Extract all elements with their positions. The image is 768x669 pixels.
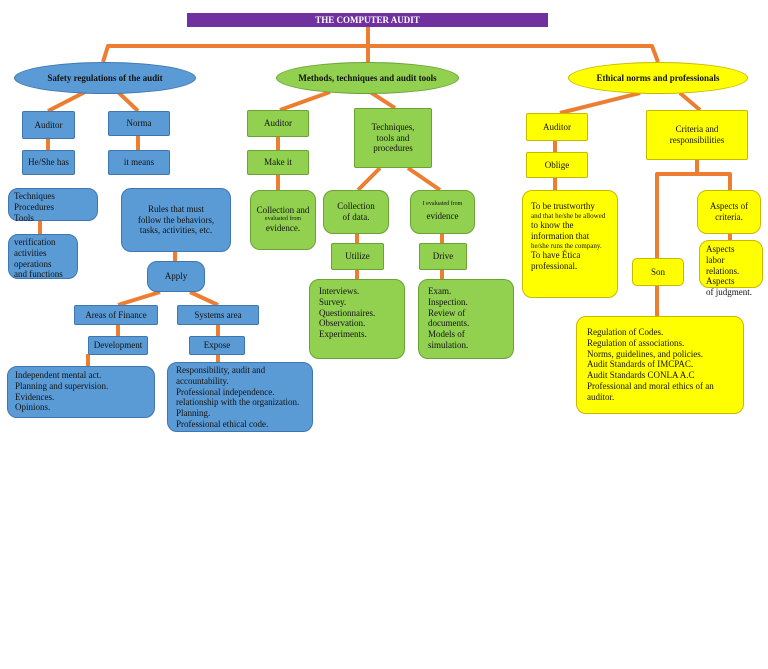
evaluated-evidence-box: I evaluated from evidence (410, 190, 475, 234)
utilize-box: Utilize (331, 243, 384, 270)
systems-area-box: Systems area (177, 305, 259, 325)
evaluated-from-text: evaluated from (264, 215, 302, 222)
oblige-line-3: to know the information that (531, 220, 590, 241)
finance-list-box: Independent mental act. Planning and sup… (7, 366, 155, 418)
finance-box: Areas of Finance (74, 305, 158, 325)
oblige-box: Oblige (526, 152, 588, 178)
methods-header: Methods, techniques and audit tools (276, 62, 459, 94)
oblige-line-1: To be trustworthy (531, 201, 595, 211)
oblige-line-2: and that he/she be allowed (531, 211, 606, 220)
connector (368, 44, 660, 63)
connector (559, 91, 641, 115)
son-box: Son (632, 258, 684, 286)
evidence-text: evidence. (265, 222, 301, 233)
aspects-criteria-box: Aspects of criteria. (697, 190, 761, 234)
connector (678, 91, 702, 112)
development-box: Development (88, 336, 148, 355)
it-means-box: it means (108, 150, 170, 175)
i-evaluated-text: I evaluated from (422, 201, 463, 207)
drive-box: Drive (419, 243, 467, 270)
tools-box: Techniques Procedures Tools (8, 188, 98, 223)
connector (406, 166, 442, 192)
ethical-header: Ethical norms and professionals (568, 62, 748, 94)
safety-auditor-box: Auditor (22, 111, 75, 139)
connector (356, 166, 382, 192)
utilize-list-box: Interviews. Survey. Questionnaires. Obse… (309, 279, 405, 359)
collection-and-text: Collection and (256, 205, 310, 215)
connector (189, 290, 219, 307)
make-it-box: Make it (247, 150, 309, 175)
she-has-box: He/She has (22, 150, 75, 175)
oblige-line-4: he/she runs the company. (531, 241, 602, 250)
methods-auditor-box: Auditor (247, 110, 309, 137)
oblige-line-5: To have Ética professional. (531, 250, 581, 271)
connector (116, 90, 140, 113)
son-list-box: Regulation of Codes. Regulation of assoc… (576, 316, 744, 414)
safety-regulations-header: Safety regulations of the audit (14, 62, 196, 94)
systems-list-box: Responsibility, audit and accountability… (167, 362, 313, 432)
connector (655, 160, 699, 258)
connector (279, 90, 331, 112)
expose-box: Expose (189, 336, 245, 355)
connector (101, 26, 370, 63)
connector (368, 90, 397, 110)
techniques-box: Techniques, tools and procedures (354, 108, 432, 168)
apply-box: Apply (147, 261, 205, 292)
criteria-box: Criteria and responsibilities (646, 110, 748, 160)
drive-list-box: Exam. Inspection. Review of documents. M… (418, 279, 514, 359)
oblige-list-box: To be trustworthy and that he/she be all… (522, 190, 618, 298)
evidence-label: evidence (426, 211, 459, 222)
aspects-labor-box: Aspects labor relations. Aspects of judg… (699, 240, 763, 297)
connector (47, 90, 86, 113)
connector (697, 172, 732, 190)
collection-evaluated-box: Collection and evaluated from evidence. (250, 190, 316, 250)
rules-box: Rules that must follow the behaviors, ta… (121, 188, 231, 252)
norma-box: Norma (108, 111, 170, 136)
ethical-auditor-box: Auditor (526, 113, 588, 141)
connector (117, 290, 161, 307)
collection-data-box: Collection of data. (323, 190, 389, 234)
diagram-title: THE COMPUTER AUDIT (187, 13, 548, 27)
verification-box: verification activities operations and f… (8, 234, 78, 279)
